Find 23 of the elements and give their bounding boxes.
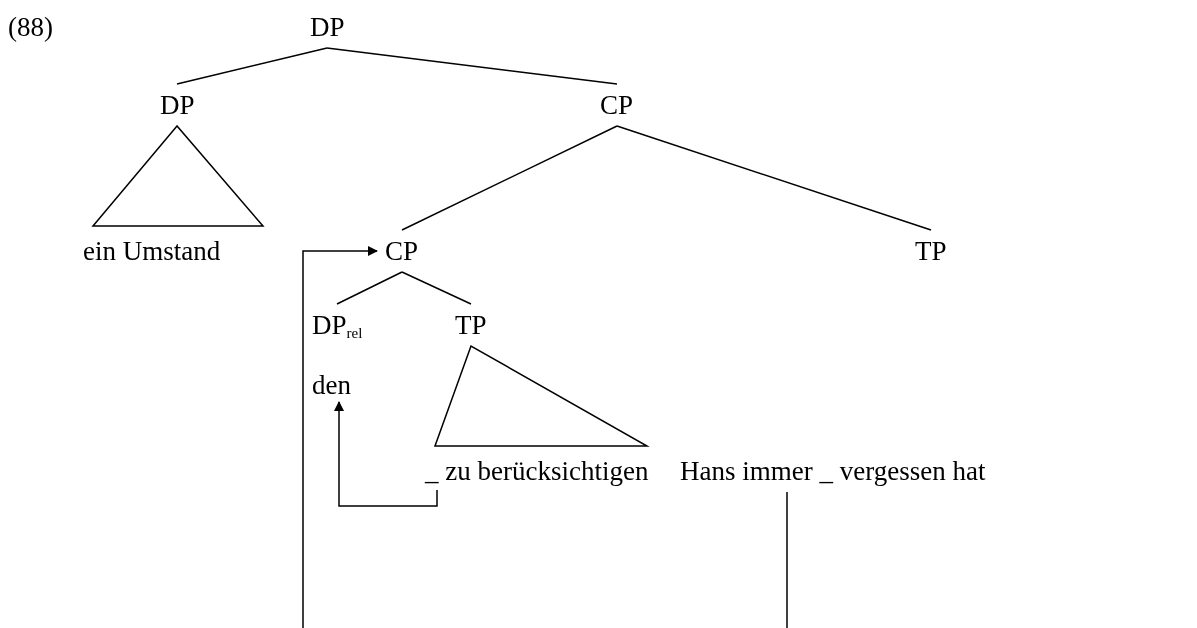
branch-line bbox=[401, 271, 472, 305]
category-label: TP bbox=[455, 310, 487, 340]
word-text: den bbox=[312, 370, 351, 400]
example-number: (88) bbox=[8, 12, 53, 42]
branch-line bbox=[326, 47, 618, 85]
branch-line bbox=[616, 125, 932, 231]
category-label: DP bbox=[310, 12, 345, 42]
phrase-text: _ zu berücksichtigen bbox=[425, 456, 649, 486]
movement-arrow bbox=[334, 401, 438, 507]
branch-line bbox=[401, 125, 618, 231]
category-label: CP bbox=[600, 90, 634, 120]
constituent-triangle bbox=[91, 124, 265, 227]
constituent-triangle bbox=[433, 344, 650, 447]
branch-line bbox=[336, 271, 403, 305]
phrase-text: Hans immer _ vergessen hat bbox=[680, 456, 986, 486]
movement-line bbox=[786, 491, 788, 628]
category-label: CP bbox=[385, 236, 419, 266]
movement-arrow bbox=[302, 246, 378, 628]
category-label: TP bbox=[915, 236, 947, 266]
branch-line bbox=[176, 47, 328, 85]
category-label: DP bbox=[160, 90, 195, 120]
phrase-text: ein Umstand bbox=[83, 236, 221, 266]
category-label: DP$_{rel}$ bbox=[312, 310, 363, 348]
